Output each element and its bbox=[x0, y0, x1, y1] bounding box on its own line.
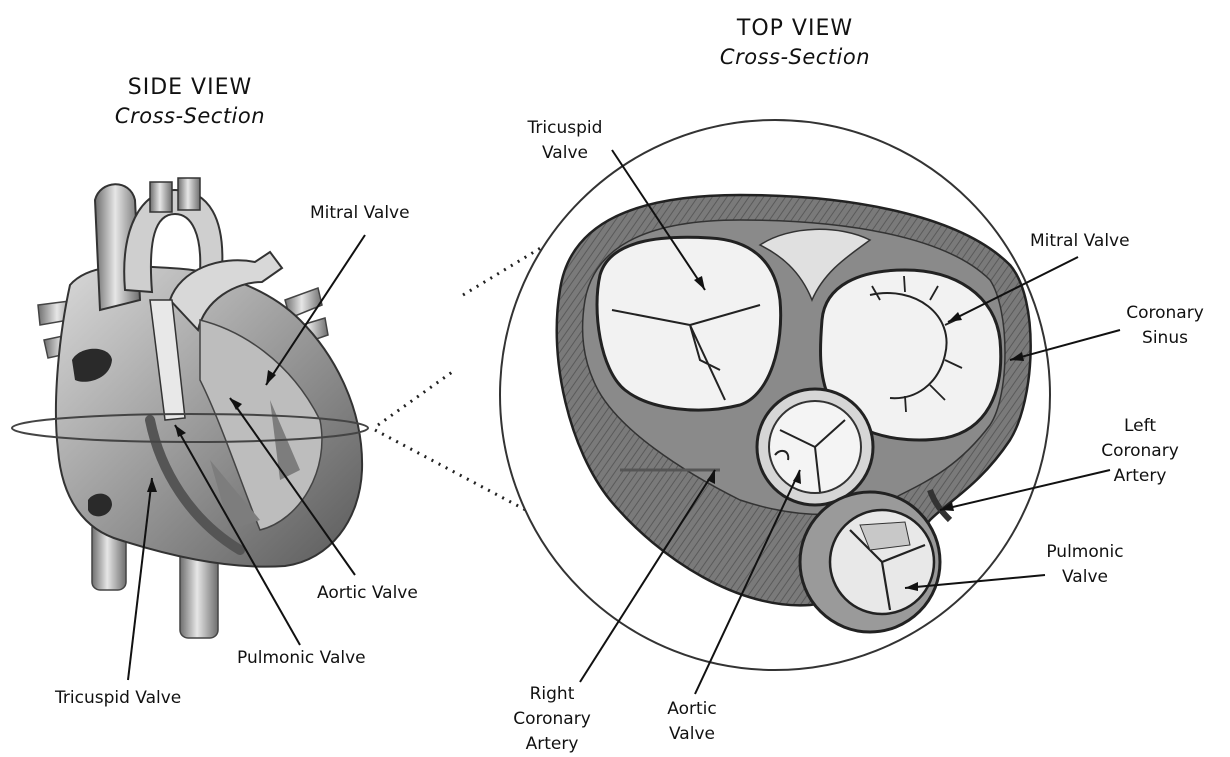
label-line: Valve bbox=[510, 141, 620, 166]
label-side-tricuspid-valve: Tricuspid Valve bbox=[55, 686, 181, 711]
label-top-coronary-sinus: Coronary Sinus bbox=[1110, 301, 1220, 351]
label-side-pulmonic-valve: Pulmonic Valve bbox=[237, 646, 366, 671]
label-top-tricuspid-valve: Tricuspid Valve bbox=[510, 116, 620, 166]
top-view-subtitle: Cross-Section bbox=[695, 43, 895, 71]
label-line: Left bbox=[1085, 414, 1195, 439]
side-view-heading: SIDE VIEW Cross-Section bbox=[90, 74, 290, 130]
label-line: Artery bbox=[497, 732, 607, 757]
label-line: Coronary bbox=[1110, 301, 1220, 326]
label-top-mitral-valve: Mitral Valve bbox=[1030, 229, 1130, 254]
side-view-title: SIDE VIEW bbox=[90, 74, 290, 102]
label-line: Aortic bbox=[637, 697, 747, 722]
label-line: Tricuspid bbox=[510, 116, 620, 141]
label-line: Valve bbox=[637, 722, 747, 747]
label-side-mitral-valve: Mitral Valve bbox=[310, 201, 410, 226]
label-top-pulmonic-valve: Pulmonic Valve bbox=[1030, 540, 1140, 590]
label-line: Sinus bbox=[1110, 326, 1220, 351]
top-view-cross-section bbox=[500, 120, 1050, 670]
label-line: Coronary bbox=[1085, 439, 1195, 464]
side-view-heart bbox=[12, 178, 368, 638]
label-line: Right bbox=[497, 682, 607, 707]
label-line: Artery bbox=[1085, 464, 1195, 489]
top-view-title: TOP VIEW bbox=[695, 15, 895, 43]
label-line: Pulmonic bbox=[1030, 540, 1140, 565]
label-top-right-coronary-artery: Right Coronary Artery bbox=[497, 682, 607, 757]
top-view-heading: TOP VIEW Cross-Section bbox=[695, 15, 895, 71]
side-view-subtitle: Cross-Section bbox=[90, 102, 290, 130]
label-side-aortic-valve: Aortic Valve bbox=[317, 581, 418, 606]
label-line: Valve bbox=[1030, 565, 1140, 590]
label-top-aortic-valve: Aortic Valve bbox=[637, 697, 747, 747]
label-line: Coronary bbox=[497, 707, 607, 732]
label-top-left-coronary-artery: Left Coronary Artery bbox=[1085, 414, 1195, 489]
